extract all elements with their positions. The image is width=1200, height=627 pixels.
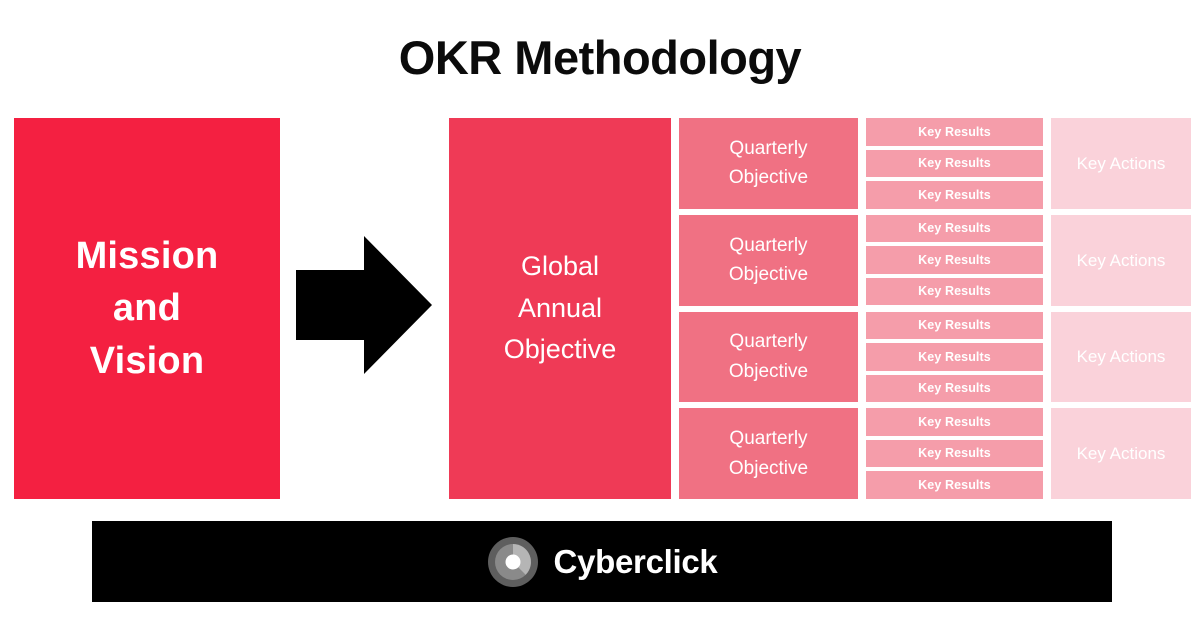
okr-row: Quarterly Objective Key Results Key Resu…	[679, 214, 1191, 306]
key-results-label: Key Results	[918, 124, 991, 139]
key-results-bar: Key Results	[866, 408, 1043, 436]
okr-rows: Quarterly Objective Key Results Key Resu…	[679, 118, 1191, 499]
key-results-bar: Key Results	[866, 311, 1043, 340]
key-results-label: Key Results	[918, 414, 991, 429]
key-results-label: Key Results	[918, 446, 991, 461]
cyberclick-wordmark: Cyberclick	[553, 543, 718, 580]
key-results-bar: Key Results	[866, 277, 1043, 306]
mission-and-vision-box: Mission and Vision	[14, 118, 280, 499]
quarterly-objective-box: Quarterly Objective	[679, 214, 858, 306]
global-annual-objective-box: Global Annual Objective	[449, 118, 671, 499]
key-results-label: Key Results	[918, 187, 991, 202]
arrow-right-icon	[296, 236, 432, 374]
key-results-bar: Key Results	[866, 471, 1043, 499]
quarterly-objective-box: Quarterly Objective	[679, 408, 858, 499]
key-results-stack: Key Results Key Results Key Results	[866, 214, 1043, 306]
mission-and-vision-label: Mission and Vision	[75, 234, 219, 382]
quarterly-objective-label: Quarterly Objective	[728, 234, 809, 286]
cyberclick-circle-logo-icon	[487, 536, 539, 588]
key-results-bar: Key Results	[866, 181, 1043, 209]
key-results-bar: Key Results	[866, 246, 1043, 274]
key-results-stack: Key Results Key Results Key Results	[866, 118, 1043, 209]
okr-row: Quarterly Objective Key Results Key Resu…	[679, 408, 1191, 499]
okr-row: Quarterly Objective Key Results Key Resu…	[679, 118, 1191, 209]
global-annual-objective-label: Global Annual Objective	[503, 250, 617, 365]
key-results-label: Key Results	[918, 477, 991, 492]
key-results-bar: Key Results	[866, 118, 1043, 146]
quarterly-objective-label: Quarterly Objective	[728, 331, 809, 382]
key-actions-box: Key Actions	[1051, 311, 1191, 403]
key-results-label: Key Results	[918, 221, 991, 236]
key-actions-box: Key Actions	[1051, 214, 1191, 306]
quarterly-objective-label: Quarterly Objective	[728, 428, 809, 479]
key-results-bar: Key Results	[866, 374, 1043, 403]
key-results-label: Key Results	[918, 156, 991, 171]
key-results-label: Key Results	[918, 252, 991, 267]
key-results-bar: Key Results	[866, 214, 1043, 243]
page-title: OKR Methodology	[398, 31, 802, 84]
key-results-bar: Key Results	[866, 149, 1043, 178]
key-actions-box: Key Actions	[1051, 118, 1191, 209]
key-results-stack: Key Results Key Results Key Results	[866, 408, 1043, 499]
key-actions-label: Key Actions	[1076, 153, 1166, 173]
quarterly-objective-box: Quarterly Objective	[679, 118, 858, 209]
footer-bar: Cyberclick	[92, 521, 1112, 602]
key-actions-label: Key Actions	[1076, 444, 1166, 464]
key-actions-label: Key Actions	[1076, 347, 1166, 367]
key-results-label: Key Results	[918, 349, 991, 364]
key-actions-label: Key Actions	[1076, 250, 1166, 270]
quarterly-objective-box: Quarterly Objective	[679, 311, 858, 403]
okr-row: Quarterly Objective Key Results Key Resu…	[679, 311, 1191, 403]
key-results-stack: Key Results Key Results Key Results	[866, 311, 1043, 403]
key-results-label: Key Results	[918, 318, 991, 333]
quarterly-objective-label: Quarterly Objective	[728, 137, 809, 189]
key-results-label: Key Results	[918, 284, 991, 299]
key-actions-box: Key Actions	[1051, 408, 1191, 499]
key-results-bar: Key Results	[866, 343, 1043, 371]
key-results-label: Key Results	[918, 381, 991, 396]
key-results-bar: Key Results	[866, 439, 1043, 468]
